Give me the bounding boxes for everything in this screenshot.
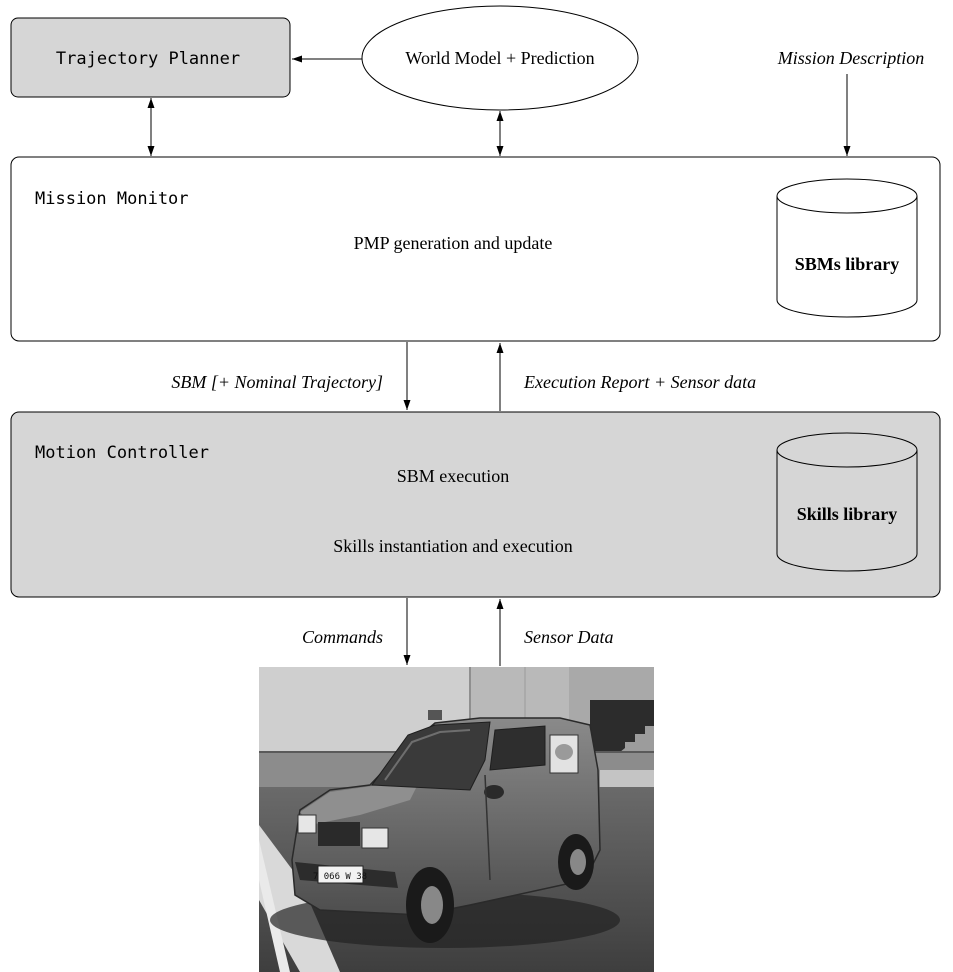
skills-library-cylinder [776, 432, 918, 572]
license-plate [317, 865, 364, 884]
commands-label: Commands [302, 627, 383, 647]
mission-description-label: Mission Description [777, 48, 925, 68]
mission-monitor-body: PMP generation and update [354, 233, 553, 253]
skills-library-label: Skills library [797, 504, 898, 524]
sbm-nominal-trajectory-label: SBM [+ Nominal Trajectory] [171, 372, 383, 392]
vehicle-photo: 7 066 W 38 [259, 667, 654, 972]
trajectory-planner-label: Trajectory Planner [56, 49, 240, 69]
trajectory-planner-box [10, 17, 291, 98]
sbm-execution-label: SBM execution [397, 466, 510, 486]
sensor-data-label: Sensor Data [524, 627, 614, 647]
sbms-library-label: SBMs library [795, 254, 900, 274]
mission-monitor-box [10, 156, 941, 342]
sbms-library-cylinder [776, 178, 918, 318]
mission-monitor-label: Mission Monitor [35, 189, 189, 209]
execution-report-label: Execution Report + Sensor data [523, 372, 756, 392]
motion-controller-label: Motion Controller [35, 443, 209, 463]
world-model-label: World Model + Prediction [405, 48, 594, 68]
skills-instantiation-label: Skills instantiation and execution [333, 536, 572, 556]
world-model-ellipse [361, 5, 639, 111]
motion-controller-box [10, 411, 941, 598]
license-plate-text: 7 066 W 38 [313, 872, 367, 882]
